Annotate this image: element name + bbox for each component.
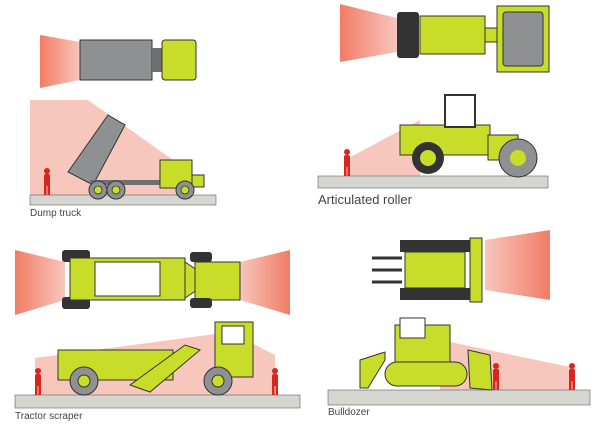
dump-bed	[79, 39, 153, 81]
panel-label-articulated-roller: Articulated roller	[318, 192, 412, 207]
bulldozer-side-view	[327, 317, 591, 406]
cab	[161, 39, 197, 81]
track	[384, 361, 468, 387]
dump-truck-side-view	[29, 100, 217, 206]
blade	[467, 349, 493, 391]
ground	[327, 389, 591, 406]
blind-spot-zone	[240, 250, 290, 315]
scraper-top-view	[15, 250, 290, 315]
roller-side-view	[317, 94, 549, 189]
blade	[469, 237, 483, 303]
panel-label-tractor-scraper: Tractor scraper	[15, 411, 83, 422]
ground	[14, 394, 301, 409]
blind-spot-zone	[340, 4, 397, 62]
scraper-side-view	[14, 321, 301, 409]
bulldozer-top-view	[372, 230, 550, 303]
blind-spot-zone	[485, 230, 550, 300]
ripper	[359, 351, 386, 389]
roller-top-view	[340, 4, 550, 73]
panel-label-bulldozer: Bulldozer	[328, 407, 370, 418]
ground	[317, 175, 549, 189]
cab	[399, 317, 426, 339]
blind-spot-zone	[40, 35, 80, 88]
drum	[502, 11, 544, 67]
blind-spot-zone	[15, 250, 65, 315]
dump-bed	[67, 114, 126, 186]
cab	[444, 94, 476, 128]
panel-label-dump-truck: Dump truck	[30, 208, 82, 219]
dump-truck-top-view	[40, 35, 197, 88]
